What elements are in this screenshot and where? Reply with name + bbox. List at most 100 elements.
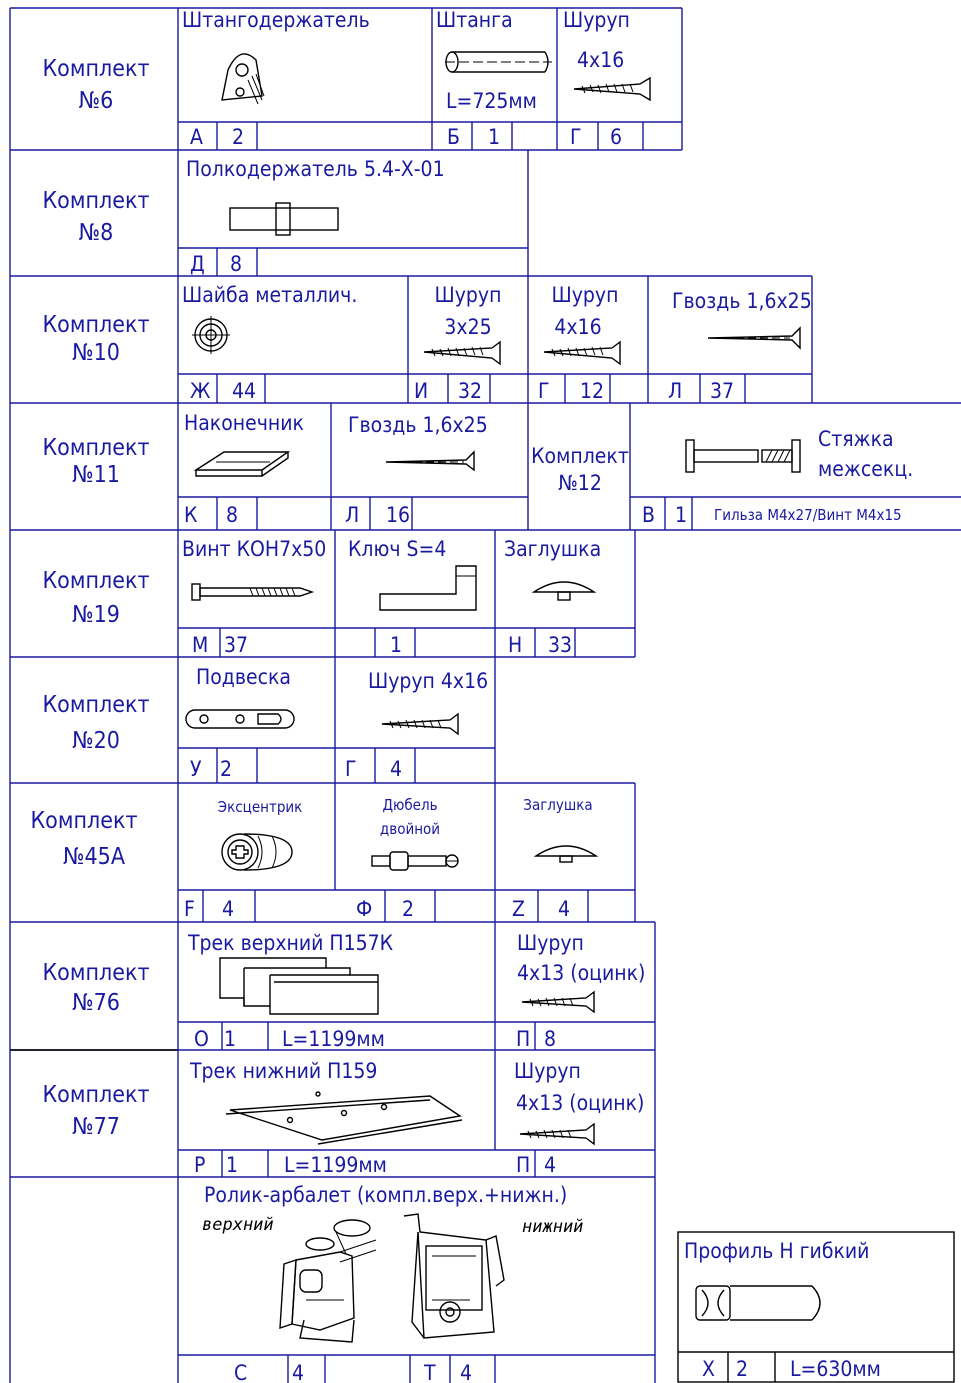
screw-icon <box>573 76 651 102</box>
profile-box: Профиль Н гибкий Х 2 L=630мм <box>684 1239 881 1381</box>
washer-title: Шайба металлич. <box>182 283 357 307</box>
upper-roller-icon <box>279 1219 377 1343</box>
plug-title: Заглушка <box>504 537 601 561</box>
code-ph: Ф <box>356 897 372 921</box>
kit-11-row: Наконечник Гвоздь 1,6х25 К 8 Л 16 <box>184 411 488 527</box>
code-u: У <box>190 757 202 781</box>
screw-3x25-size: 3х25 <box>444 315 491 339</box>
lower-roller-icon <box>403 1213 505 1339</box>
code-n: Н <box>508 633 522 657</box>
code-a: А <box>190 125 203 149</box>
code-l2: Л <box>345 503 359 527</box>
kit-10-row: Шайба металлич. Шуруп 3х25 Шуруп 4х16 Гв… <box>182 283 812 403</box>
code-i: И <box>414 379 428 403</box>
code-g: Г <box>570 125 582 149</box>
qty-zh: 44 <box>232 379 256 403</box>
qty-b: 1 <box>488 125 500 149</box>
kit-77-label: Комплект <box>42 1082 149 1108</box>
code-zh: Ж <box>190 379 210 403</box>
rod-title: Штанга <box>436 8 513 32</box>
kit-12-row: Стяжка межсекц. В 1 Гильза М4х27/Винт М4… <box>642 427 913 527</box>
code-l: Л <box>668 379 682 403</box>
tie-note: Гильза М4х27/Винт М4х15 <box>714 506 902 524</box>
qty-k: 8 <box>226 503 238 527</box>
code-f: F <box>184 897 195 921</box>
code-k: К <box>184 503 198 527</box>
screw-4x13-size: 4х13 (оцинк) <box>517 961 645 985</box>
qty-ph: 2 <box>402 897 414 921</box>
qty-l: 37 <box>710 379 734 403</box>
rod-icon <box>445 51 552 73</box>
tie-title-1: Стяжка <box>818 427 894 451</box>
screw-4x13b-icon <box>519 1122 595 1146</box>
screw-4x16-icon <box>543 340 621 366</box>
code-z: Z <box>512 897 525 921</box>
nail-title: Гвоздь 1,6х25 <box>672 289 812 313</box>
code-p: П <box>516 1027 530 1051</box>
eccentric-title: Эксцентрик <box>218 798 303 816</box>
dowel-title-2: двойной <box>380 820 440 838</box>
qty-g3: 4 <box>390 757 402 781</box>
code-b: Б <box>447 125 460 149</box>
upper-track-length: L=1199мм <box>282 1027 385 1051</box>
qty-p: 8 <box>544 1027 556 1051</box>
qty-g2: 12 <box>580 379 604 403</box>
code-p2: П <box>516 1153 530 1177</box>
qty-x: 2 <box>736 1357 748 1381</box>
upper-track-title: Трек верхний П157К <box>187 931 394 955</box>
code-r: Р <box>194 1153 205 1177</box>
lower-track-icon <box>225 1091 463 1145</box>
upper-track-icon <box>219 957 379 1015</box>
eccentric-icon <box>221 833 293 871</box>
plug-icon <box>531 581 597 601</box>
hanger-icon <box>185 709 295 729</box>
kit-45a-label: Комплект <box>30 808 137 834</box>
lower-track-title: Трек нижний П159 <box>189 1059 377 1083</box>
tip-icon <box>193 451 291 477</box>
kit-45a-row: Эксцентрик Дюбель двойной Заглушка F 4 Ф… <box>184 796 599 921</box>
screw-4x16-size: 4х16 <box>554 315 601 339</box>
h-profile-icon <box>695 1285 821 1321</box>
tip-title: Наконечник <box>184 411 304 435</box>
screw-3x25-icon <box>423 340 501 366</box>
rod-length: L=725мм <box>446 89 537 113</box>
qty-t: 4 <box>460 1361 472 1383</box>
screw-4x13b-size: 4х13 (оцинк) <box>516 1091 644 1115</box>
key-icon <box>379 565 477 611</box>
qty-l2: 16 <box>386 503 410 527</box>
nail2-icon <box>385 450 475 472</box>
qty-v: 1 <box>675 503 687 527</box>
dowel-icon <box>371 851 459 871</box>
bolt-icon <box>191 583 315 601</box>
rod-holder-icon <box>221 53 265 105</box>
tie-icon <box>685 439 801 473</box>
kit-10-number: №10 <box>72 340 120 366</box>
screw-size: 4х16 <box>577 48 624 72</box>
lower-track-length: L=1199мм <box>284 1153 387 1177</box>
kit-8-row: Полкодержатель 5.4-Х-01 Д 8 <box>186 157 445 276</box>
tie-title-2: межсекц. <box>818 457 913 481</box>
code-x: Х <box>702 1357 715 1381</box>
shelf-support-icon <box>229 202 339 236</box>
code-d: Д <box>190 252 205 276</box>
washer-icon <box>192 316 230 354</box>
code-g3: Г <box>345 757 357 781</box>
kit-20-label: Комплект <box>42 692 149 718</box>
kit-76-number: №76 <box>72 990 120 1016</box>
kit-6-row: Штангодержатель Штанга L=725мм Шуруп 4х1… <box>182 8 651 149</box>
plug2-icon <box>533 845 599 863</box>
qty-i: 32 <box>458 379 482 403</box>
kit-20-row: Подвеска Шуруп 4х16 У 2 Г 4 <box>185 665 488 781</box>
kit-11-label: Комплект <box>42 435 149 461</box>
bolt-title: Винт КОН7х50 <box>182 537 326 561</box>
screw-4x13b-title: Шуруп <box>514 1059 581 1083</box>
kit-77-number: №77 <box>72 1114 120 1140</box>
qty-a: 2 <box>232 125 244 149</box>
key-title: Ключ S=4 <box>348 537 446 561</box>
nail2-title: Гвоздь 1,6х25 <box>348 413 488 437</box>
kit-76-label: Комплект <box>42 960 149 986</box>
screw-3x25-title: Шуруп <box>435 283 502 307</box>
kit-10-label: Комплект <box>42 312 149 338</box>
qty-z: 4 <box>558 897 570 921</box>
